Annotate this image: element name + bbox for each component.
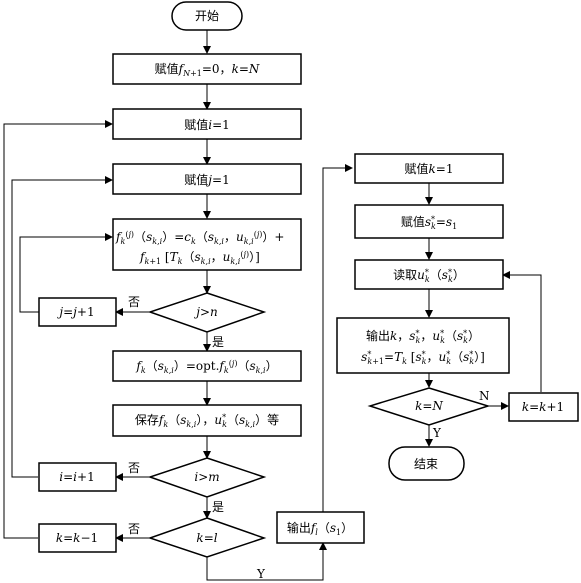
back-k1-text: 赋值k=1: [405, 161, 454, 176]
read-u-text: 读取u*k（s*k）: [393, 268, 465, 284]
inc-i-box: [38, 462, 117, 492]
opt-box: [112, 350, 302, 382]
label-yes-i: 是: [212, 500, 224, 514]
output-box: [336, 317, 510, 374]
edge-inc-i-loop: [11, 176, 113, 478]
dec-k-box-text: k=k−1: [56, 531, 98, 545]
init-f-prefix: 赋值: [155, 61, 179, 76]
dec-i-diamond: [147, 457, 267, 498]
init-i-text: 赋值i=1: [184, 117, 230, 132]
init-i-box: [112, 108, 302, 140]
label-yes-j: 是: [212, 335, 224, 349]
inc-k-text: k=k+1: [522, 400, 564, 414]
dec-k-diamond: [147, 517, 267, 558]
label-no-k: 否: [128, 522, 140, 536]
edge-inc-k-loop: [502, 271, 542, 392]
init-f-box: [112, 53, 302, 85]
output-line2: s*k+1=Tk [s*k，u*k（s*k）]: [361, 350, 485, 366]
compute-line2: fk+1 [Tk（sk,i，uk,i(j)）]: [139, 250, 260, 266]
dec-k-box: [38, 523, 117, 553]
end-label: 结束: [414, 457, 438, 471]
label-y-check: Y: [432, 426, 442, 440]
edge-dec-k-loop: [3, 120, 113, 539]
label-y-k: Y: [256, 567, 266, 581]
dec-check-text: k=N: [415, 399, 443, 413]
dec-i-text: i>m: [194, 470, 219, 484]
edge-output-to-k1: [322, 164, 353, 512]
end-terminal: [388, 446, 465, 481]
save-text: 保存fk（sk,i），u*k（sk,i）等: [135, 413, 279, 429]
inc-j-box: [38, 297, 117, 327]
start-label: 开始: [195, 9, 219, 23]
inc-j-text: j=j+1: [56, 305, 94, 319]
label-no-i: 否: [128, 461, 140, 475]
compute-box: [112, 218, 302, 271]
edge-dec-k-yes: [206, 542, 327, 581]
read-u-box: [354, 259, 504, 290]
compute-line1: fk(j)（sk,i）=ck（sk,i，uk,i(j)）+: [115, 230, 284, 246]
output-line1: 输出k，s*k，u*k（s*k）: [366, 328, 480, 345]
init-f-text: 赋值fN+1=0，k=N: [155, 61, 260, 78]
label-n-check: N: [479, 389, 490, 403]
start-terminal: [171, 1, 243, 31]
save-box: [112, 404, 302, 437]
init-j-text: 赋值j=1: [184, 172, 229, 187]
label-no-j: 否: [128, 295, 140, 309]
opt-text: fk（sk,i）=opt.fk(j)（sk,i）: [135, 359, 277, 375]
back-s1-box: [354, 204, 504, 239]
dec-check-diamond: [367, 387, 491, 426]
edges: [3, 30, 542, 581]
output-f-box: [276, 511, 365, 544]
inc-k-box: [508, 392, 579, 422]
dec-k-text: k=l: [196, 531, 217, 545]
dec-j-text: j>n: [193, 305, 218, 319]
dec-j-diamond: [147, 292, 267, 333]
inc-i-text: i=i+1: [59, 470, 94, 484]
back-k1-box: [354, 153, 504, 184]
init-j-box: [112, 163, 302, 195]
back-s1-text: 赋值s*k=s1: [401, 214, 457, 231]
output-f-text: 输出fl（s1）: [287, 520, 353, 537]
